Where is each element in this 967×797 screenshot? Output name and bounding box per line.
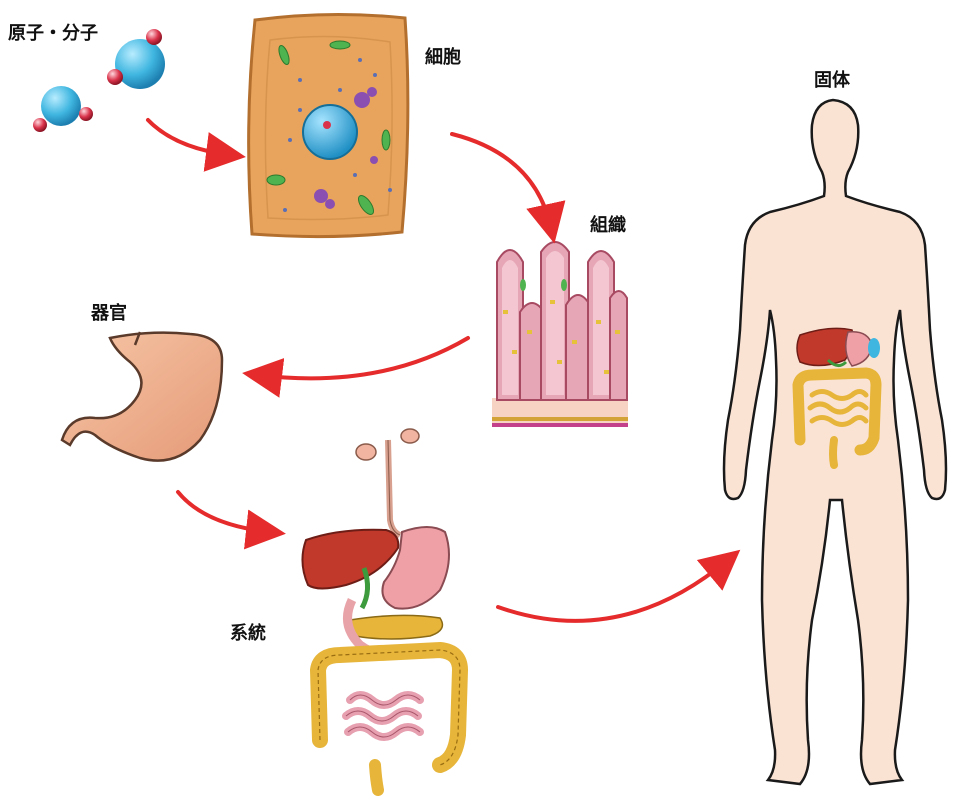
organ-illustration — [62, 332, 222, 461]
individual-illustration — [724, 100, 946, 784]
molecules-illustration — [33, 29, 165, 132]
arrow-tissue-to-organ — [258, 338, 468, 378]
arrow-organ-to-system — [178, 492, 270, 532]
arrow-cell-to-tissue — [452, 134, 551, 228]
water-molecule-1 — [33, 86, 93, 132]
water-molecule-2 — [107, 29, 165, 89]
arrow-system-to-individual — [498, 560, 728, 621]
arrow-molecule-to-cell — [148, 120, 230, 155]
system-illustration — [302, 429, 460, 790]
tissue-illustration — [492, 242, 628, 427]
cell-illustration — [249, 14, 408, 236]
